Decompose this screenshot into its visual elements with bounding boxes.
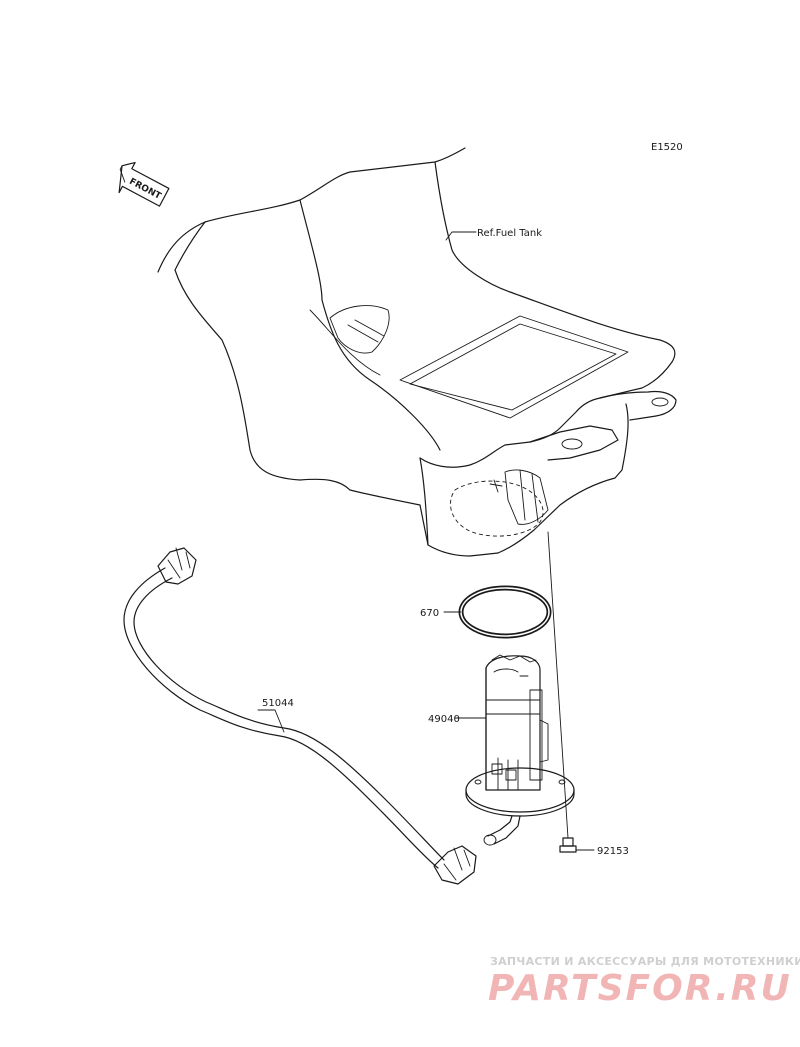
assembly-guide-line bbox=[547, 531, 569, 839]
watermark-brand: PARTSFOR.RU bbox=[488, 968, 792, 1009]
front-arrow-icon bbox=[118, 161, 170, 207]
fuel-hose: 51044 bbox=[123, 547, 477, 885]
callout-51044: 51044 bbox=[262, 698, 294, 709]
fuel-tank: Ref.Fuel Tank bbox=[157, 147, 677, 557]
diagram-code: E1520 bbox=[651, 142, 683, 153]
watermark: ЗАПЧАСТИ И АКСЕССУАРЫ ДЛЯ МОТОТЕХНИКИ PA… bbox=[488, 955, 800, 1009]
callout-92153: 92153 bbox=[597, 846, 629, 857]
callout-49040: 49040 bbox=[428, 714, 460, 725]
o-ring: 670 bbox=[420, 585, 552, 639]
fuel-pump: 49040 bbox=[428, 654, 575, 846]
bolt: 92153 bbox=[559, 837, 629, 857]
front-arrow: FRONT bbox=[118, 161, 170, 207]
ref-fuel-tank-label: Ref.Fuel Tank bbox=[477, 228, 542, 239]
callout-670: 670 bbox=[420, 608, 439, 619]
watermark-subtitle: ЗАПЧАСТИ И АКСЕССУАРЫ ДЛЯ МОТОТЕХНИКИ bbox=[490, 955, 800, 968]
